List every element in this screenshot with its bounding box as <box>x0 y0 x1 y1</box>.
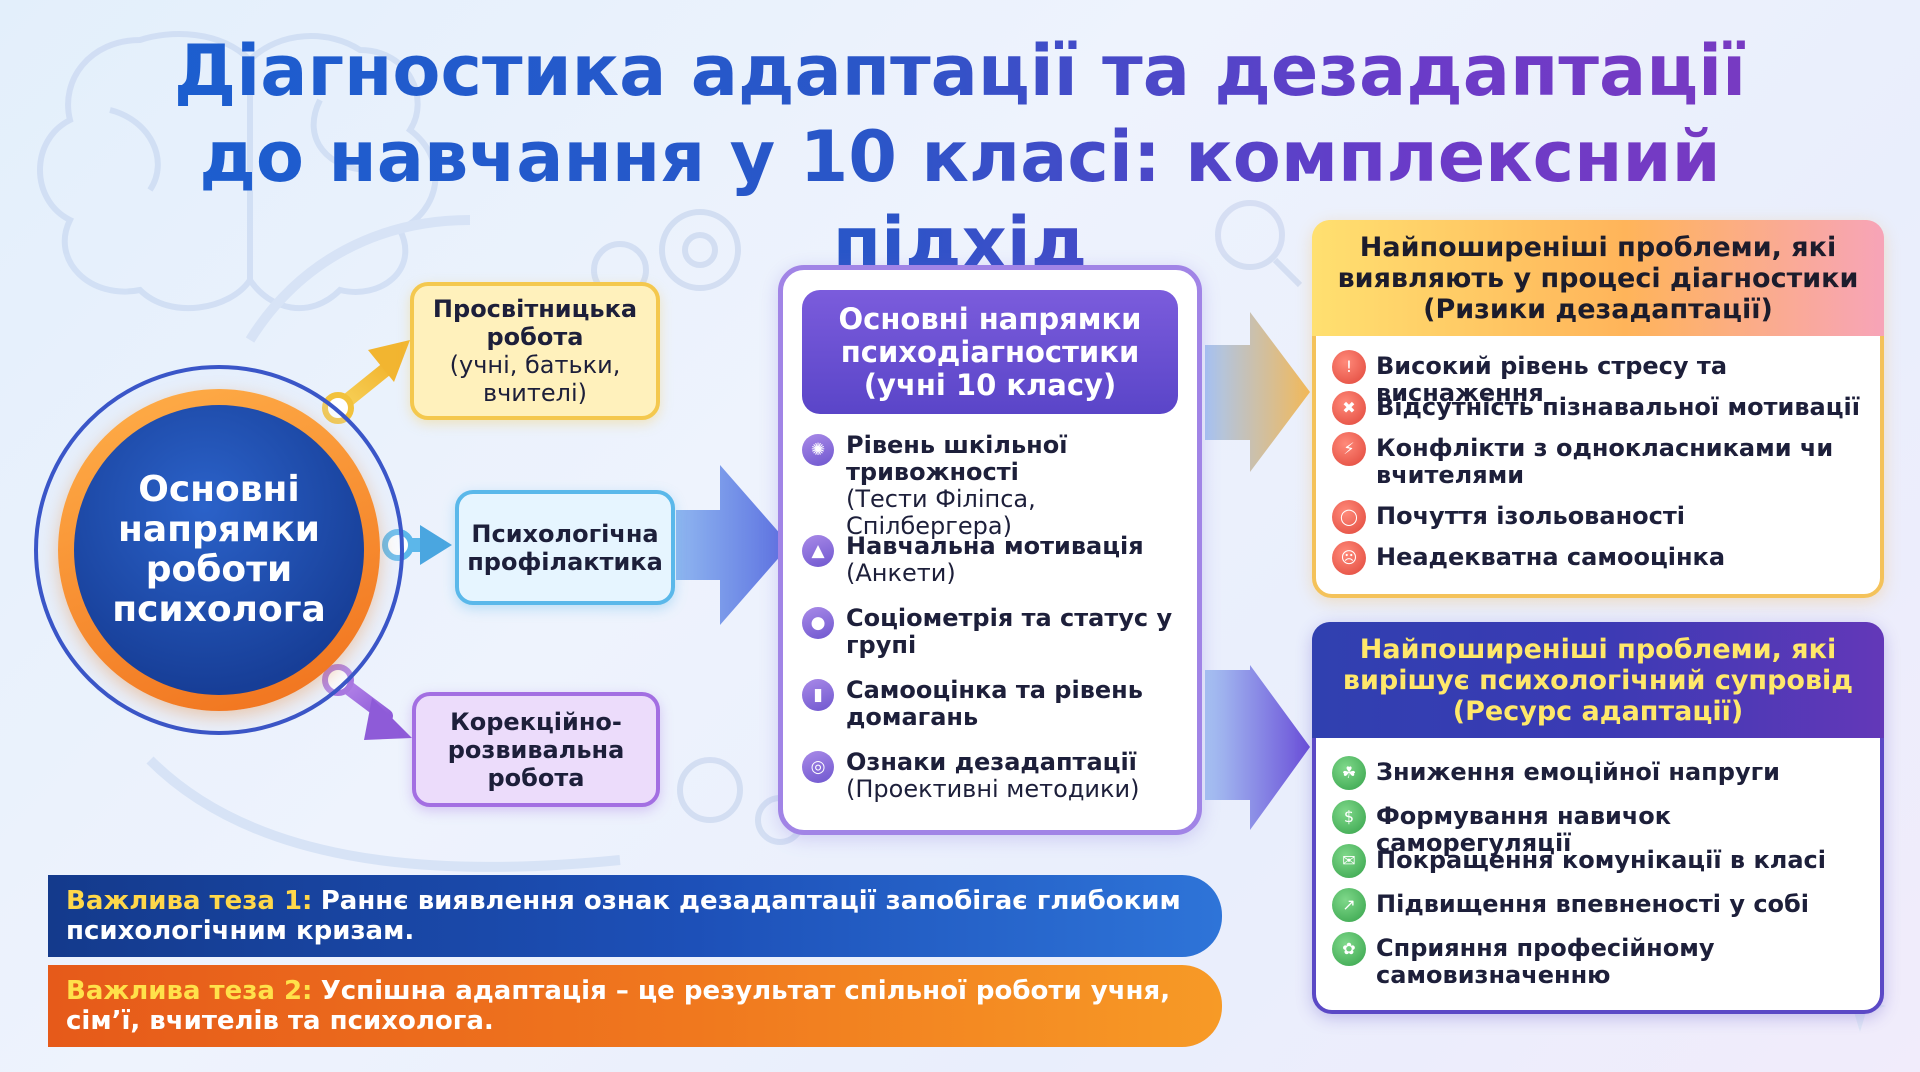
diagnostic-item: ✺ Рівень шкільної тривожності(Тести Філі… <box>802 432 1192 540</box>
resources-header-line-3: (Ресурс адаптації) <box>1452 695 1744 727</box>
resource-item-text: Сприяння професійному самовизначенню <box>1376 934 1715 989</box>
risk-item-text: Почуття ізольованості <box>1376 502 1685 530</box>
risk-item-text: Високий рівень стресу та виснаження <box>1376 352 1728 407</box>
thesis-1-label: Важлива теза 1: <box>66 886 313 916</box>
direction-education-subtitle: (учні, батьки, вчителі) <box>449 351 621 407</box>
diagnostics-header-line-1: Основні напрямки <box>838 301 1142 336</box>
center-circle: Основні напрямки роботи психолога <box>74 405 364 695</box>
risk-item: ⚡ Конфлікти з однокласниками чи вчителям… <box>1332 432 1872 489</box>
arrow-to-resources <box>1205 665 1310 830</box>
diagnostic-item-title: Рівень шкільної тривожності <box>846 431 1068 486</box>
risk-item: ! Високий рівень стресу та виснаження <box>1332 350 1872 407</box>
magnifier-icon: ◎ <box>802 751 834 783</box>
self-esteem-icon: ☹ <box>1332 541 1366 575</box>
thesis-2-line-1: Успішна адаптація – це результат спільно… <box>320 976 1171 1006</box>
group-icon: ● <box>802 607 834 639</box>
handshake-icon: ⚡ <box>1332 432 1366 466</box>
diagnostic-item-title: Навчальна мотивація <box>846 532 1144 560</box>
resources-header: Найпоширеніші проблеми, які вирішує псих… <box>1312 622 1884 738</box>
isolation-icon: ◯ <box>1332 500 1366 534</box>
risks-header: Найпоширеніші проблеми, які виявляють у … <box>1312 220 1884 336</box>
arrow-to-risks <box>1205 312 1310 472</box>
calm-icon: ☘ <box>1332 756 1366 790</box>
diagnostic-item-detail: (Тести Філіпса, Спілбергера) <box>846 485 1036 540</box>
direction-correction: Корекційно-розвивальна робота <box>412 692 660 807</box>
diagnostic-item: ● Соціометрія та статус у групі <box>802 605 1192 659</box>
diagnostic-item-title: Самооцінка та рівень домагань <box>846 676 1143 731</box>
thesis-1-line-1: Раннє виявлення ознак дезадаптації запоб… <box>320 886 1181 916</box>
arrow-to-correction <box>322 664 412 740</box>
risk-item: ☹ Неадекватна самооцінка <box>1332 541 1872 575</box>
risk-item: ✖ Відсутність пізнавальної мотивації <box>1332 391 1872 425</box>
arrow-to-diagnostics <box>676 465 790 625</box>
diagnostics-header-line-2: психодіагностики <box>840 334 1140 369</box>
resource-item-text: Підвищення впевненості у собі <box>1376 890 1810 918</box>
stress-icon: ! <box>1332 350 1366 384</box>
risks-header-line-1: Найпоширеніші проблеми, які <box>1359 231 1837 263</box>
risk-item-text: Відсутність пізнавальної мотивації <box>1376 393 1860 421</box>
resource-item-text: Покращення комунікації в класі <box>1376 846 1826 874</box>
diagnostic-item: ▮ Самооцінка та рівень домагань <box>802 677 1192 731</box>
graduation-cap-icon: ▲ <box>802 535 834 567</box>
resource-item: ✉ Покращення комунікації в класі <box>1332 844 1872 878</box>
diagnostic-item-title: Ознаки дезадаптації <box>846 748 1137 776</box>
brain-icon: ✺ <box>802 434 834 466</box>
thesis-2: Важлива теза 2: Успішна адаптація – це р… <box>48 965 1222 1047</box>
center-circle-label: Основні напрямки роботи психолога <box>112 469 326 630</box>
brain-watermark-icon <box>37 31 439 312</box>
thesis-2-label: Важлива теза 2: <box>66 976 313 1006</box>
risk-item-text: Конфлікти з однокласниками чи вчителями <box>1376 434 1834 489</box>
resource-item: ↗ Підвищення впевненості у собі <box>1332 888 1872 922</box>
direction-prevention-title: Психологічна профілактика <box>467 519 663 576</box>
chat-icon: ✉ <box>1332 844 1366 878</box>
risk-item: ◯ Почуття ізольованості <box>1332 500 1872 534</box>
resource-item: ☘ Зниження емоційної напруги <box>1332 756 1872 790</box>
thesis-2-line-2: сім’ї, вчителів та психолога. <box>66 1006 494 1036</box>
resource-item: ✿ Сприяння професійному самовизначенню <box>1332 932 1872 989</box>
diagnostic-item-title: Соціометрія та статус у групі <box>846 604 1173 659</box>
direction-education-title: Просвітницька робота <box>432 295 638 351</box>
magnifier-watermark-icon <box>1215 200 1303 288</box>
career-icon: ✿ <box>1332 932 1366 966</box>
bar-chart-icon: ▮ <box>802 679 834 711</box>
growth-icon: ↗ <box>1332 888 1366 922</box>
diagnostic-item-detail: (Анкети) <box>846 559 956 587</box>
risks-header-line-2: виявляють у процесі діагностики <box>1337 262 1859 294</box>
resource-item-text: Формування навичок саморегуляції <box>1376 802 1672 857</box>
diagnostics-header-line-3: (учні 10 класу) <box>863 367 1117 402</box>
risk-item-text: Неадекватна самооцінка <box>1376 543 1726 571</box>
risks-header-line-3: (Ризики дезадаптації) <box>1423 293 1773 325</box>
diagnostic-item: ◎ Ознаки дезадаптації(Проективні методик… <box>802 749 1192 803</box>
thesis-1: Важлива теза 1: Раннє виявлення ознак де… <box>48 875 1222 957</box>
direction-education: Просвітницька робота (учні, батьки, вчит… <box>410 282 660 420</box>
direction-prevention: Психологічна профілактика <box>455 490 675 605</box>
diagnostics-header: Основні напрямки психодіагностики (учні … <box>802 290 1178 414</box>
resources-header-line-1: Найпоширеніші проблеми, які <box>1359 633 1837 665</box>
motivation-icon: ✖ <box>1332 391 1366 425</box>
resources-header-line-2: вирішує психологічний супровід <box>1342 664 1854 696</box>
resource-item: $ Формування навичок саморегуляції <box>1332 800 1872 857</box>
direction-correction-title: Корекційно-розвивальна робота <box>447 707 625 792</box>
resource-item-text: Зниження емоційної напруги <box>1376 758 1780 786</box>
self-regulation-icon: $ <box>1332 800 1366 834</box>
title-line-1: Діагностика адаптації та дезадаптації <box>173 30 1747 112</box>
thesis-1-line-2: психологічним кризам. <box>66 916 415 946</box>
diagnostic-item-detail: (Проективні методики) <box>846 775 1140 803</box>
diagnostic-item: ▲ Навчальна мотивація(Анкети) <box>802 533 1192 587</box>
